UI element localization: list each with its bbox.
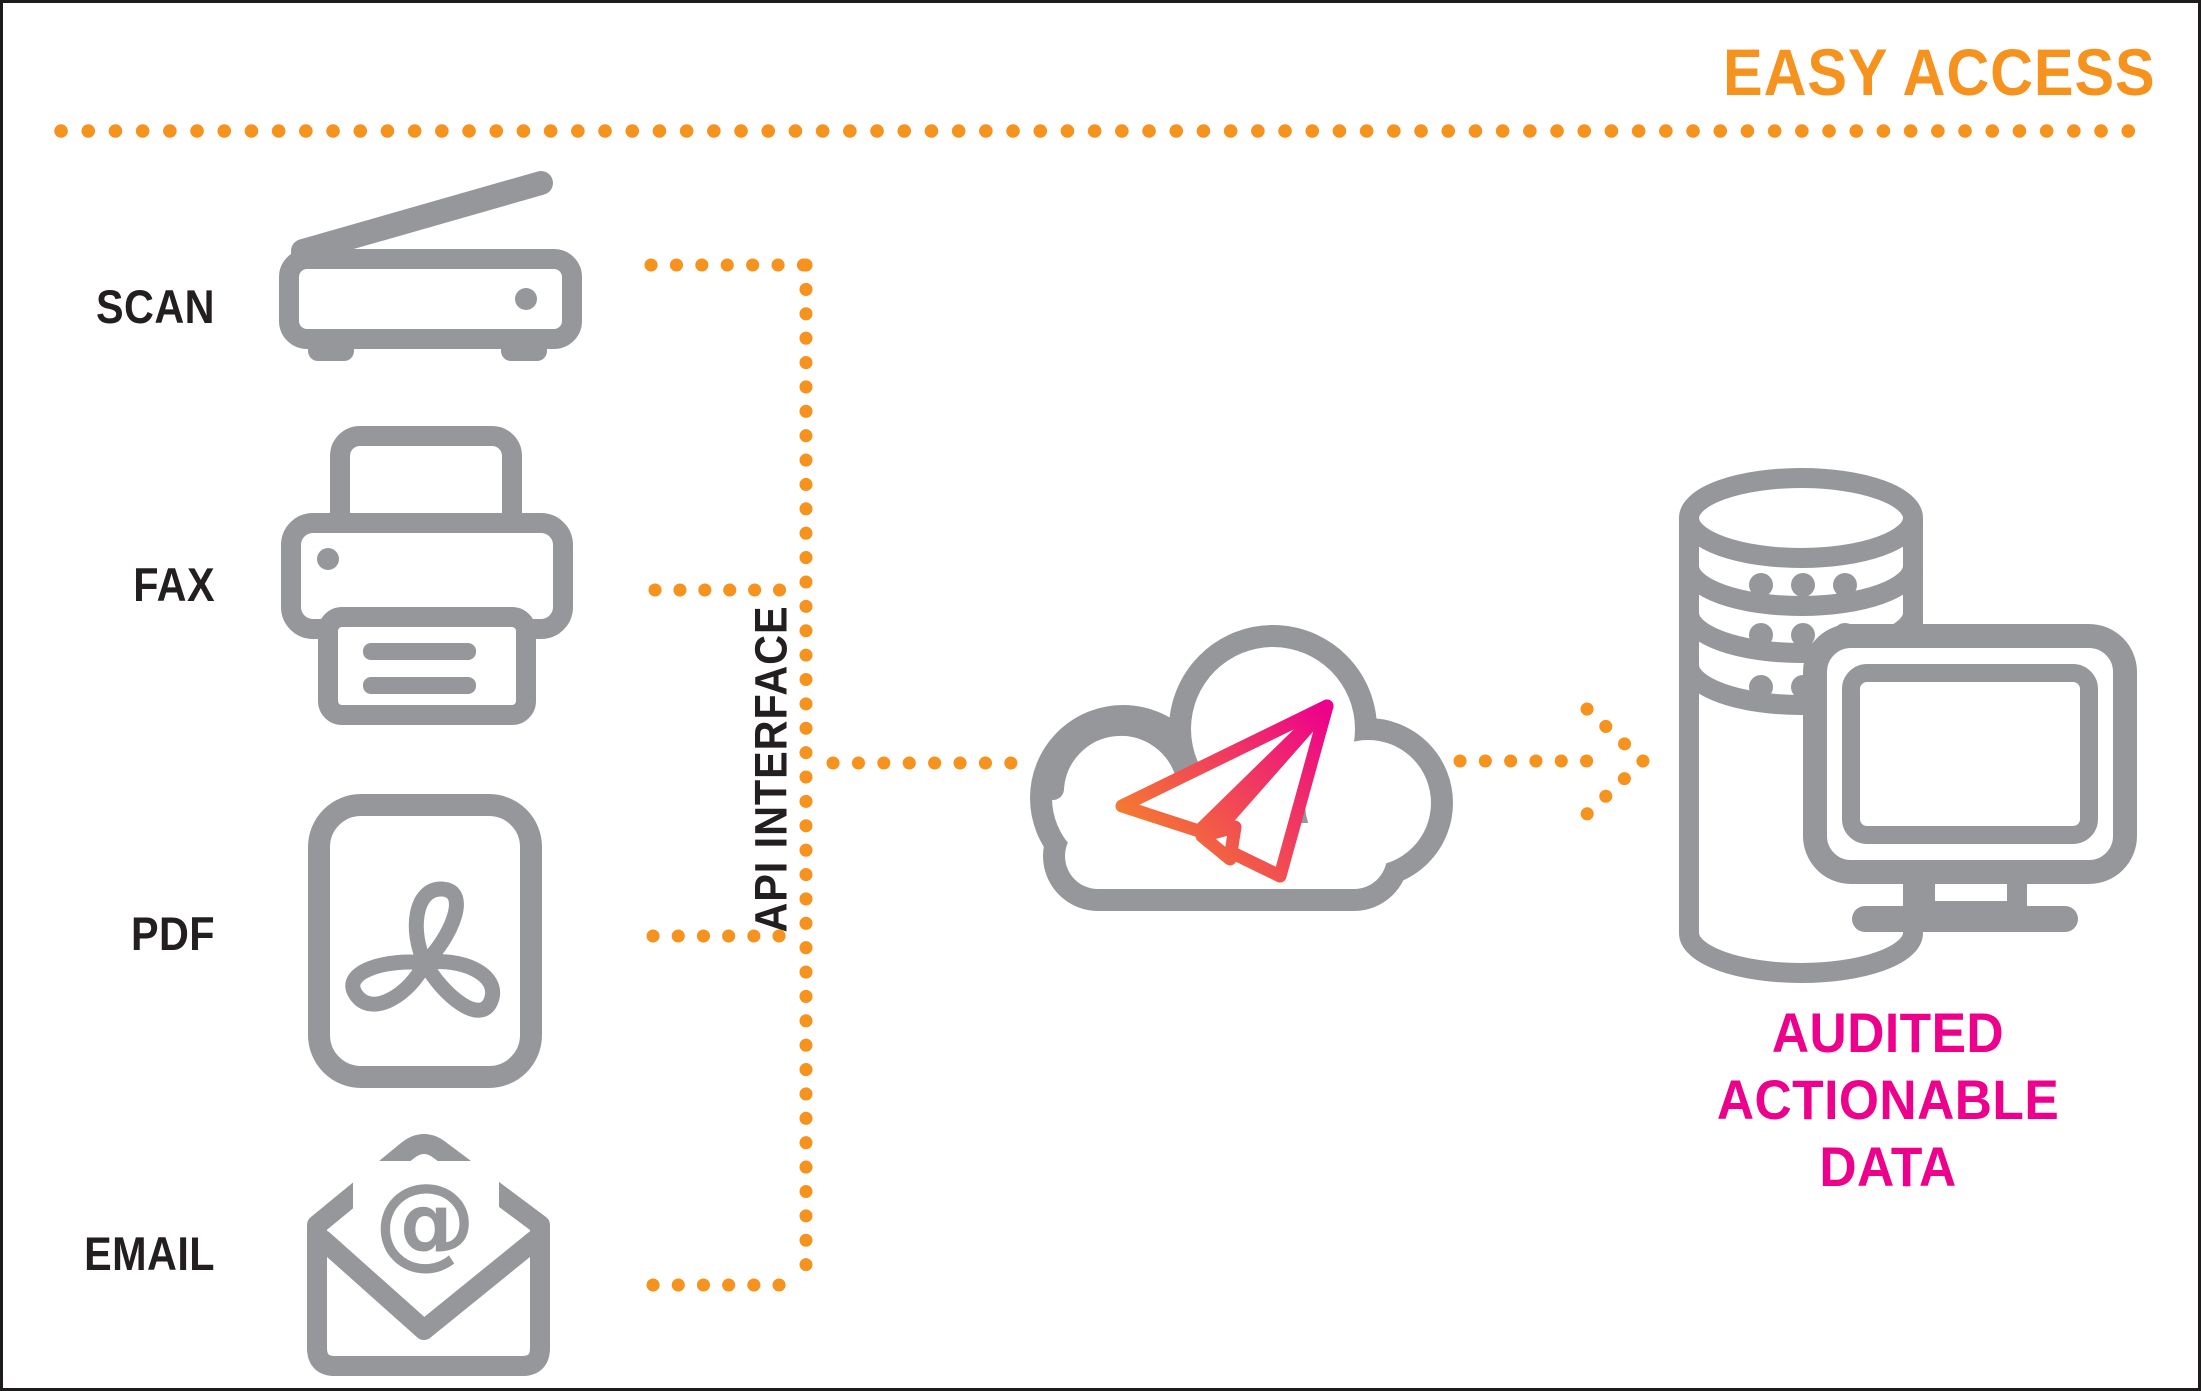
email-envelope-icon: @ (307, 1134, 550, 1376)
cloud-paper-plane-icon (1030, 625, 1453, 911)
scan-label: SCAN (96, 280, 215, 333)
computer-monitor-icon (1803, 624, 2137, 932)
pdf-document-icon (308, 794, 542, 1088)
dotted-arrow-right-icon (1453, 702, 1650, 821)
scanner-icon (279, 171, 582, 361)
pdf-label: PDF (130, 907, 215, 960)
fax-printer-icon (281, 426, 573, 725)
paper-plane-icon (1115, 699, 1334, 883)
audited-actionable-data-label: AUDITED ACTIONABLE DATA (1644, 999, 2132, 1200)
email-label: EMAIL (84, 1227, 216, 1280)
at-symbol: @ (374, 1162, 476, 1281)
diagram-canvas: @ (54, 124, 2162, 1376)
result-line-2: ACTIONABLE DATA (1716, 1068, 2060, 1198)
dotted-connectors (54, 124, 2162, 1292)
result-line-1: AUDITED (1771, 1001, 2005, 1064)
api-interface-label: API INTERFACE (745, 605, 797, 933)
easy-access-title: EASY ACCESS (1722, 35, 2155, 109)
fax-label: FAX (133, 558, 215, 611)
